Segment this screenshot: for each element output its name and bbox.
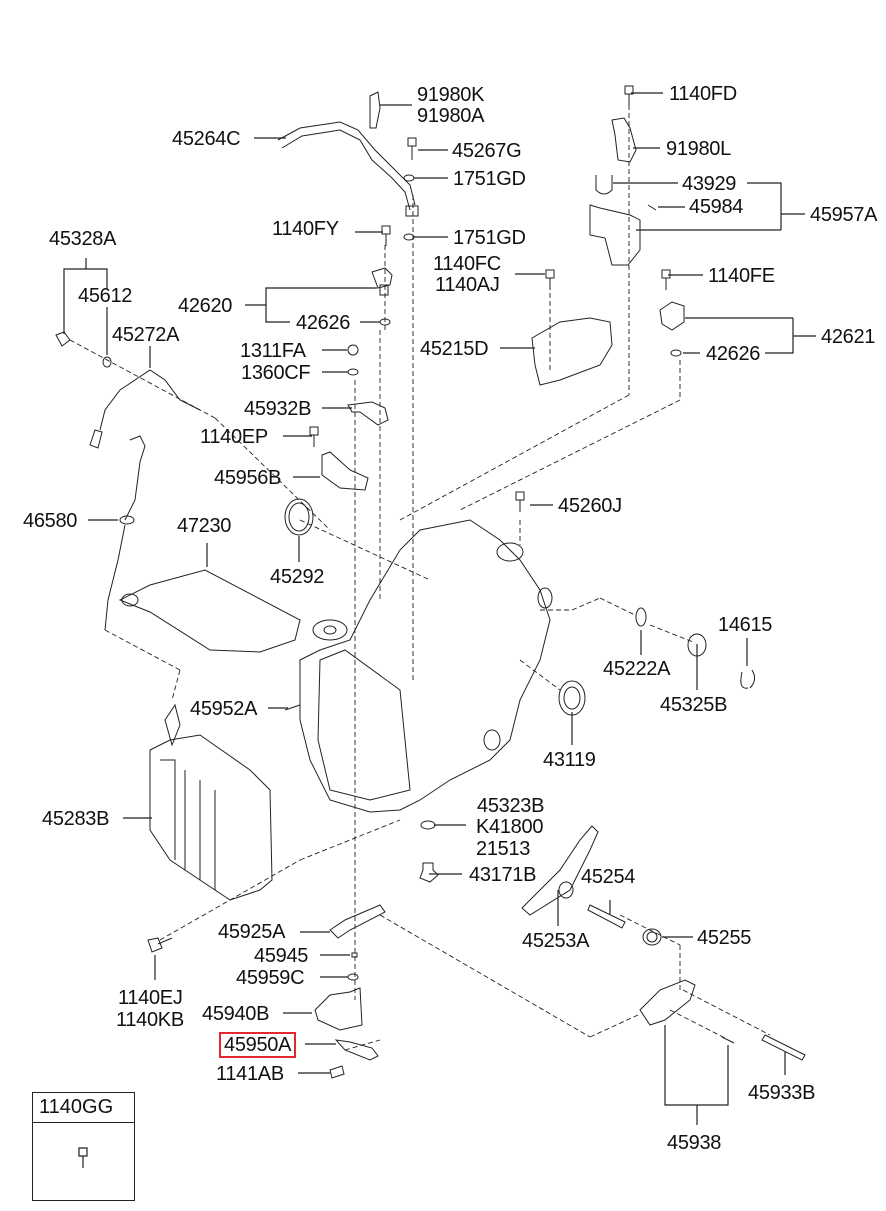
part-label[interactable]: 45957A [810,204,878,226]
part-label[interactable]: K41800 [476,816,544,838]
part-label[interactable]: 45264C [172,128,241,150]
part-label[interactable]: 1140FY [272,218,339,240]
part-label[interactable]: 45325B [660,694,728,716]
part-label[interactable]: 1141AB [216,1063,284,1085]
part-label[interactable]: 45323B [477,795,545,817]
part-label[interactable]: 42621 [821,326,876,348]
part-label[interactable]: 45612 [78,285,133,307]
part-label[interactable]: 45222A [603,658,671,680]
part-label[interactable]: 45925A [218,921,286,943]
part-label[interactable]: 1140AJ [435,274,500,296]
part-label[interactable]: 1751GD [453,168,526,190]
part-label[interactable]: 45292 [270,566,325,588]
part-label[interactable]: 43171B [469,864,537,886]
part-label[interactable]: 42626 [706,343,761,365]
leader-lines [64,93,816,1125]
part-label[interactable]: 91980K [417,84,485,106]
part-label[interactable]: 45959C [236,967,305,989]
part-label[interactable]: 45940B [202,1003,270,1025]
part-label[interactable]: 21513 [476,838,531,860]
part-label[interactable]: 1140KB [116,1009,184,1031]
part-label[interactable]: 46580 [23,510,78,532]
part-label[interactable]: 45945 [254,945,309,967]
part-label[interactable]: 45255 [697,927,752,949]
part-label[interactable]: 45328A [49,228,117,250]
part-label[interactable]: 45253A [522,930,590,952]
part-sketches [56,86,805,1078]
part-label[interactable]: 45933B [748,1082,816,1104]
part-label[interactable]: 43119 [543,749,596,771]
highlighted-part-label[interactable]: 45950A [218,1032,297,1058]
part-label[interactable]: 1140FD [669,83,737,105]
assembly-lines [70,105,770,1050]
part-label[interactable]: 1140EP [200,426,268,448]
part-label[interactable]: 1140FE [708,265,775,287]
part-label[interactable]: 45260J [558,495,622,517]
part-label[interactable]: 1140FC [433,253,501,275]
part-label[interactable]: 1311FA [240,340,306,362]
part-label[interactable]: 91980A [417,105,485,127]
part-label[interactable]: 42620 [178,295,233,317]
part-label[interactable]: 91980L [666,138,731,160]
part-label[interactable]: 1751GD [453,227,526,249]
bolt-icon [79,1148,87,1168]
part-label[interactable]: 1140EJ [118,987,183,1009]
part-label[interactable]: 45283B [42,808,110,830]
part-label[interactable]: 45267G [452,140,522,162]
part-label[interactable]: 45215D [420,338,489,360]
part-label[interactable]: 45984 [689,196,744,218]
boxed-part-label: 1140GG [33,1093,134,1123]
part-label[interactable]: 45956B [214,467,282,489]
part-label[interactable]: 45952A [190,698,258,720]
part-label[interactable]: 42626 [296,312,351,334]
boxed-part-1140GG[interactable]: 1140GG [32,1092,135,1201]
part-label[interactable]: 14615 [718,614,773,636]
part-label[interactable]: 1360CF [241,362,311,384]
part-label[interactable]: 45932B [244,398,312,420]
part-label[interactable]: 45938 [667,1132,722,1154]
part-label[interactable]: 47230 [177,515,232,537]
part-label[interactable]: 45272A [112,324,180,346]
part-label[interactable]: 43929 [682,173,737,195]
part-label[interactable]: 45254 [581,866,636,888]
